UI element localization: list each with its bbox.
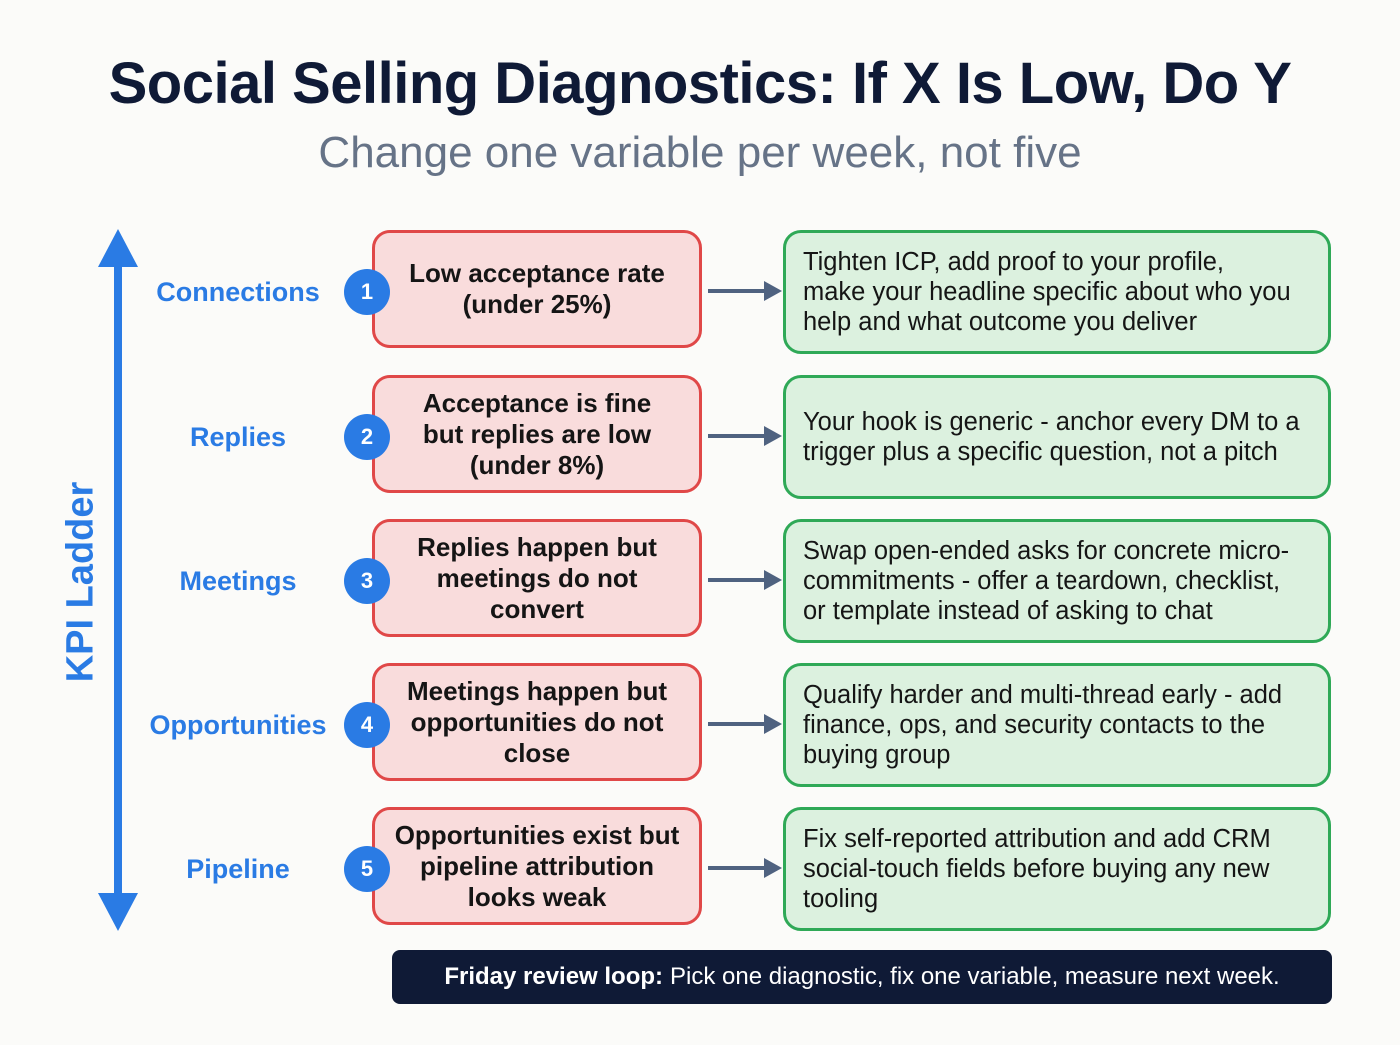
arrow-right-icon — [764, 281, 782, 301]
connector-line — [708, 866, 766, 870]
diagnostic-row-connections: Connections 1 Low acceptance rate (under… — [0, 230, 1400, 354]
arrow-right-icon — [764, 714, 782, 734]
solution-box: Qualify harder and multi-thread early - … — [783, 663, 1331, 787]
kpi-label: Replies — [189, 421, 287, 452]
problem-box: Low acceptance rate (under 25%) — [372, 230, 702, 348]
arrow-right-icon — [764, 570, 782, 590]
problem-box: Meetings happen but opportunities do not… — [372, 663, 702, 781]
connector-line — [708, 722, 766, 726]
footer-callout-label: Friday review loop: — [444, 963, 664, 990]
diagnostic-row-opportunities: Opportunities 4 Meetings happen but oppo… — [0, 663, 1400, 787]
solution-box: Fix self-reported attribution and add CR… — [783, 807, 1331, 931]
solution-box: Tighten ICP, add proof to your profile, … — [783, 230, 1331, 354]
problem-box: Acceptance is fine but replies are low (… — [372, 375, 702, 493]
kpi-label: Connections — [156, 276, 320, 307]
connector-line — [708, 434, 766, 438]
arrow-right-icon — [764, 858, 782, 878]
axis-line — [114, 262, 122, 902]
arrow-down-icon — [98, 893, 138, 931]
diagnostic-row-pipeline: Pipeline 5 Opportunities exist but pipel… — [0, 807, 1400, 931]
kpi-label: Opportunities — [149, 709, 327, 740]
step-number-badge: 2 — [344, 414, 390, 460]
page-title: Social Selling Diagnostics: If X Is Low,… — [108, 51, 1292, 116]
step-number-badge: 1 — [344, 269, 390, 315]
step-number-badge: 3 — [344, 558, 390, 604]
footer-callout: Friday review loop: Pick one diagnostic,… — [392, 950, 1332, 1004]
kpi-label: Pipeline — [186, 853, 290, 884]
step-number-badge: 5 — [344, 846, 390, 892]
problem-box: Opportunities exist but pipeline attribu… — [372, 807, 702, 925]
footer-callout-text: Pick one diagnostic, fix one variable, m… — [670, 963, 1280, 990]
page-subtitle: Change one variable per week, not five — [318, 128, 1082, 177]
solution-box: Swap open-ended asks for concrete micro-… — [783, 519, 1331, 643]
diagnostic-row-meetings: Meetings 3 Replies happen but meetings d… — [0, 519, 1400, 643]
connector-line — [708, 289, 766, 293]
diagnostic-row-replies: Replies 2 Acceptance is fine but replies… — [0, 375, 1400, 499]
arrow-right-icon — [764, 426, 782, 446]
kpi-label: Meetings — [179, 565, 297, 596]
problem-box: Replies happen but meetings do not conve… — [372, 519, 702, 637]
step-number-badge: 4 — [344, 702, 390, 748]
connector-line — [708, 578, 766, 582]
arrow-up-icon — [98, 229, 138, 267]
solution-box: Your hook is generic - anchor every DM t… — [783, 375, 1331, 499]
